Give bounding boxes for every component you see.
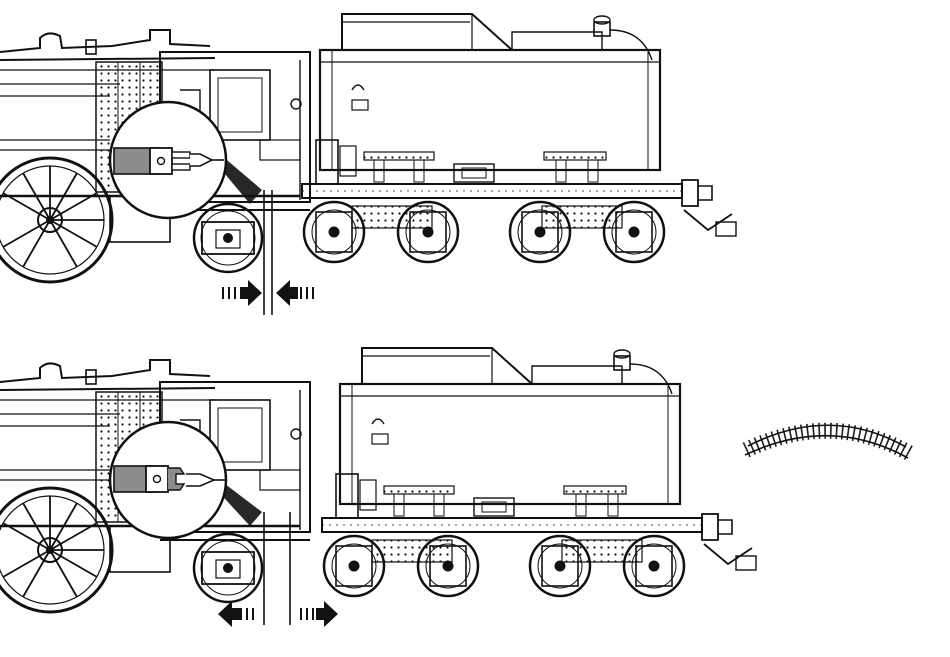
coupler-magnifier [110,102,262,218]
coupling-gap-lines [264,512,290,625]
pull-left-arrow-icon [218,601,258,627]
push-left-arrow-icon [276,280,316,306]
coupling-gap-lines [264,190,272,315]
curved-track-icon [745,425,909,458]
tender [302,14,736,262]
pull-right-arrow-icon [298,601,338,627]
panel-uncoupled [0,348,909,627]
tender [322,348,756,596]
push-right-arrow-icon [222,280,262,306]
coupler-magnifier [110,422,262,538]
panel-coupled [0,14,736,315]
